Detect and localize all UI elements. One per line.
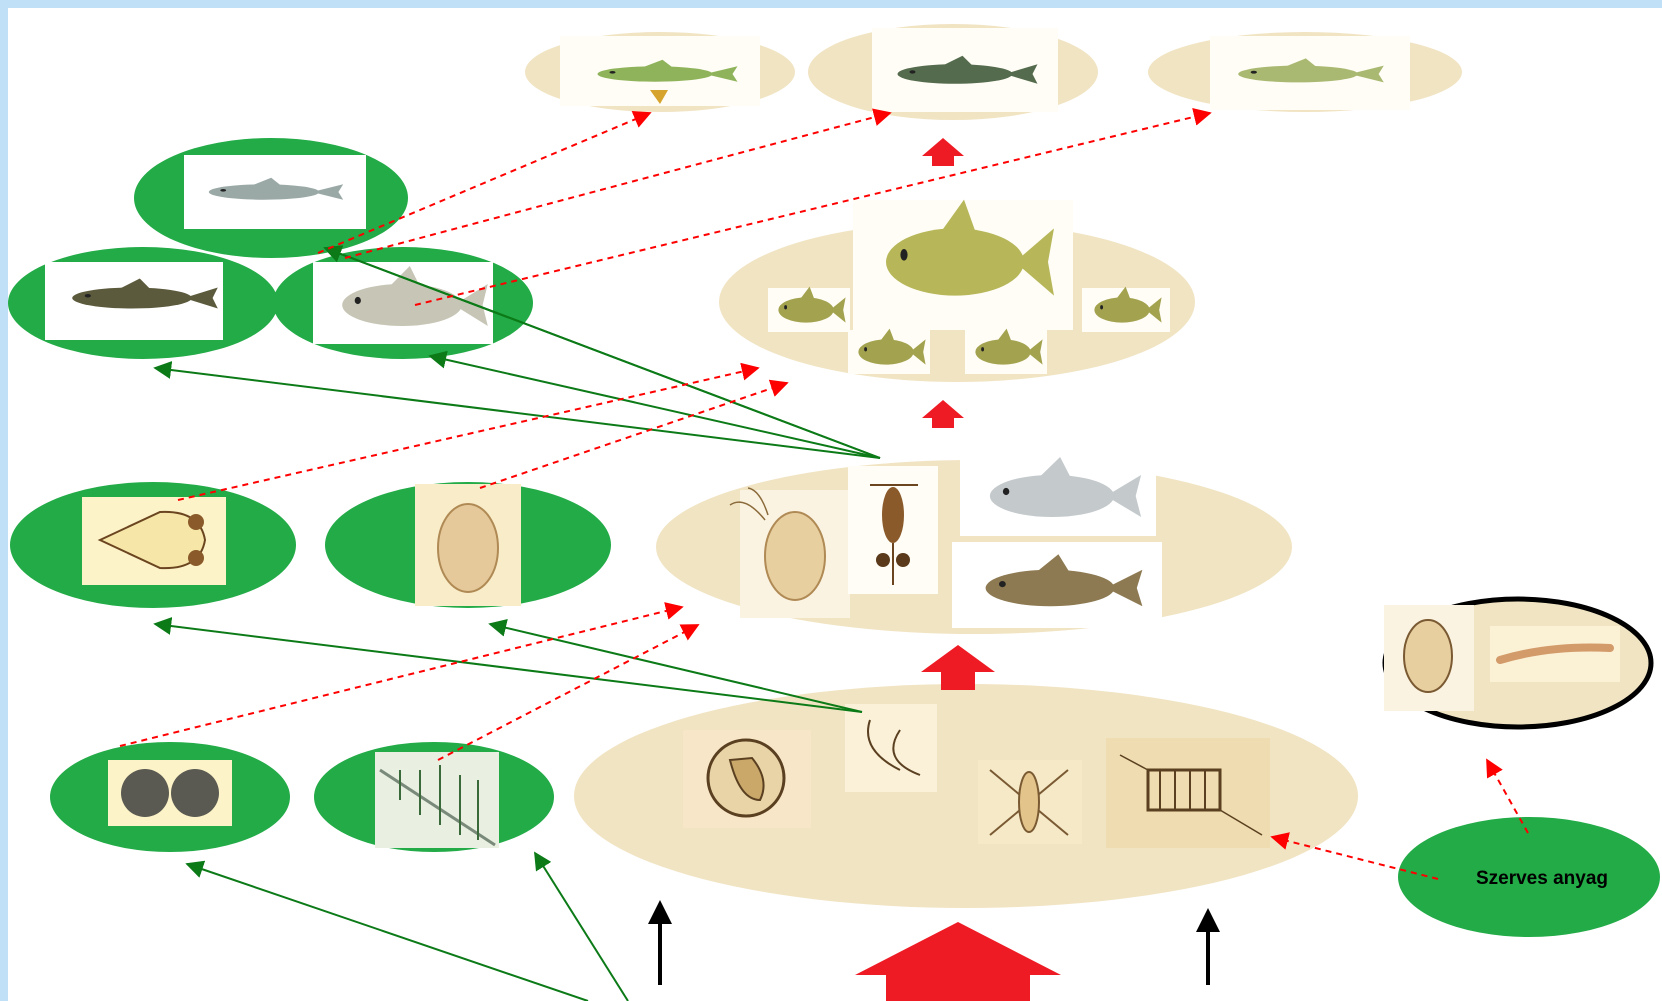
zooplankton-to-carp-arrow xyxy=(922,400,964,428)
carp-to-predator-arrow xyxy=(922,138,964,166)
silver-carp-icon xyxy=(960,452,1156,536)
copepod-icon xyxy=(848,466,938,594)
energy-input-arrow xyxy=(855,922,1061,1001)
bullhead-catfish-icon xyxy=(45,262,223,340)
bream-icon xyxy=(313,262,493,344)
minnow-icon xyxy=(184,155,366,229)
pike-icon xyxy=(560,36,760,106)
organic-matter-label: Szerves anyag xyxy=(1476,868,1608,889)
algae-to-zooplankton-arrow xyxy=(921,645,995,690)
daphnia-icon xyxy=(730,488,850,618)
carp-icon xyxy=(853,200,1073,330)
grass-carp-icon xyxy=(952,542,1162,628)
colonial-algae-icon xyxy=(108,760,232,826)
rotifer-icon xyxy=(82,497,226,585)
wels-catfish-icon xyxy=(872,28,1058,112)
macrophyte-icon xyxy=(375,752,499,848)
daphnia-side-icon xyxy=(415,484,521,606)
zander-icon xyxy=(1210,36,1410,110)
